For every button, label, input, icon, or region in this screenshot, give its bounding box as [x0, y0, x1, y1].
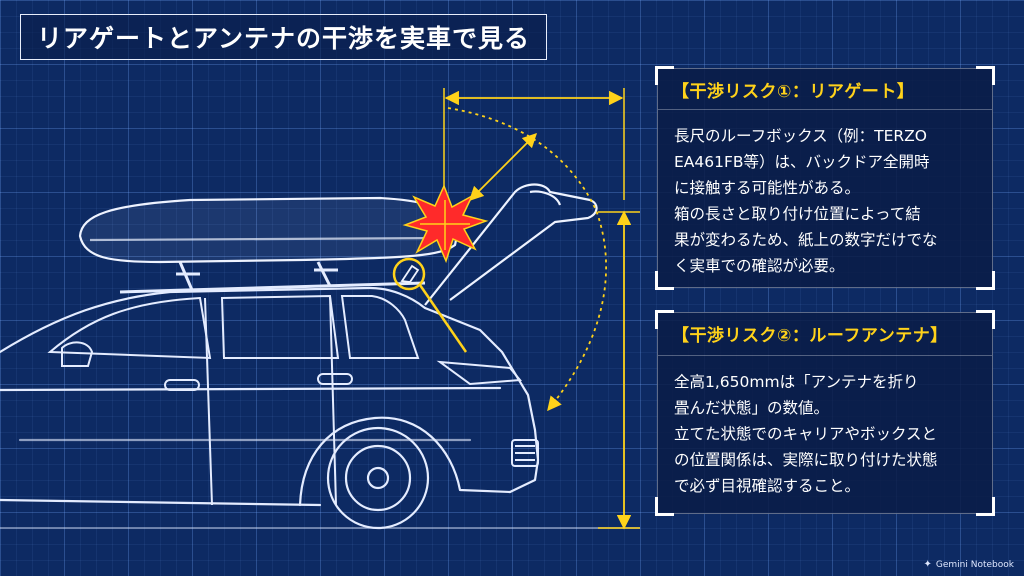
corner-bracket: [976, 66, 995, 85]
impact-burst-icon: [402, 184, 489, 264]
risk-card-roof-antenna: 【干渉リスク②：ルーフアンテナ】 全高1,650mmは「アンテナを折り 畳んだ状…: [655, 310, 995, 516]
risk-card-body: 長尺のルーフボックス（例：TERZO EA461FB等）は、バックドア全開時 に…: [674, 127, 938, 275]
risk-card-heading: 【干渉リスク②：ルーフアンテナ】: [672, 326, 948, 346]
corner-bracket: [655, 310, 674, 329]
clearance-arrow: [468, 132, 538, 202]
corner-bracket: [655, 271, 674, 290]
corner-bracket: [976, 310, 995, 329]
card-divider: [658, 355, 992, 356]
corner-bracket: [655, 66, 674, 85]
sparkle-icon: ✦: [923, 559, 932, 570]
card-divider: [658, 109, 992, 110]
gate-swing-arc: [447, 107, 607, 412]
car-windows: [47, 294, 420, 506]
car-details: [61, 341, 539, 467]
car-body-outline: [0, 286, 540, 530]
watermark-text: Gemini Notebook: [935, 559, 1014, 570]
risk-card-rear-gate: 【干渉リスク①：リアゲート】 長尺のルーフボックス（例：TERZO EA461F…: [655, 66, 995, 290]
page-title: リアゲートとアンテナの干渉を実車で見る: [20, 14, 548, 60]
corner-bracket: [976, 271, 995, 290]
roof-box: [78, 196, 462, 264]
corner-bracket: [655, 497, 674, 516]
risk-card-body: 全高1,650mmは「アンテナを折り 畳んだ状態」の数値。 立てた状態でのキャリ…: [674, 373, 938, 495]
watermark: ✦ Gemini Notebook: [924, 559, 1014, 570]
roof-rails: [119, 261, 426, 294]
antenna-highlight: [392, 257, 468, 353]
corner-bracket: [976, 497, 995, 516]
risk-card-heading: 【干渉リスク①：リアゲート】: [672, 82, 915, 102]
